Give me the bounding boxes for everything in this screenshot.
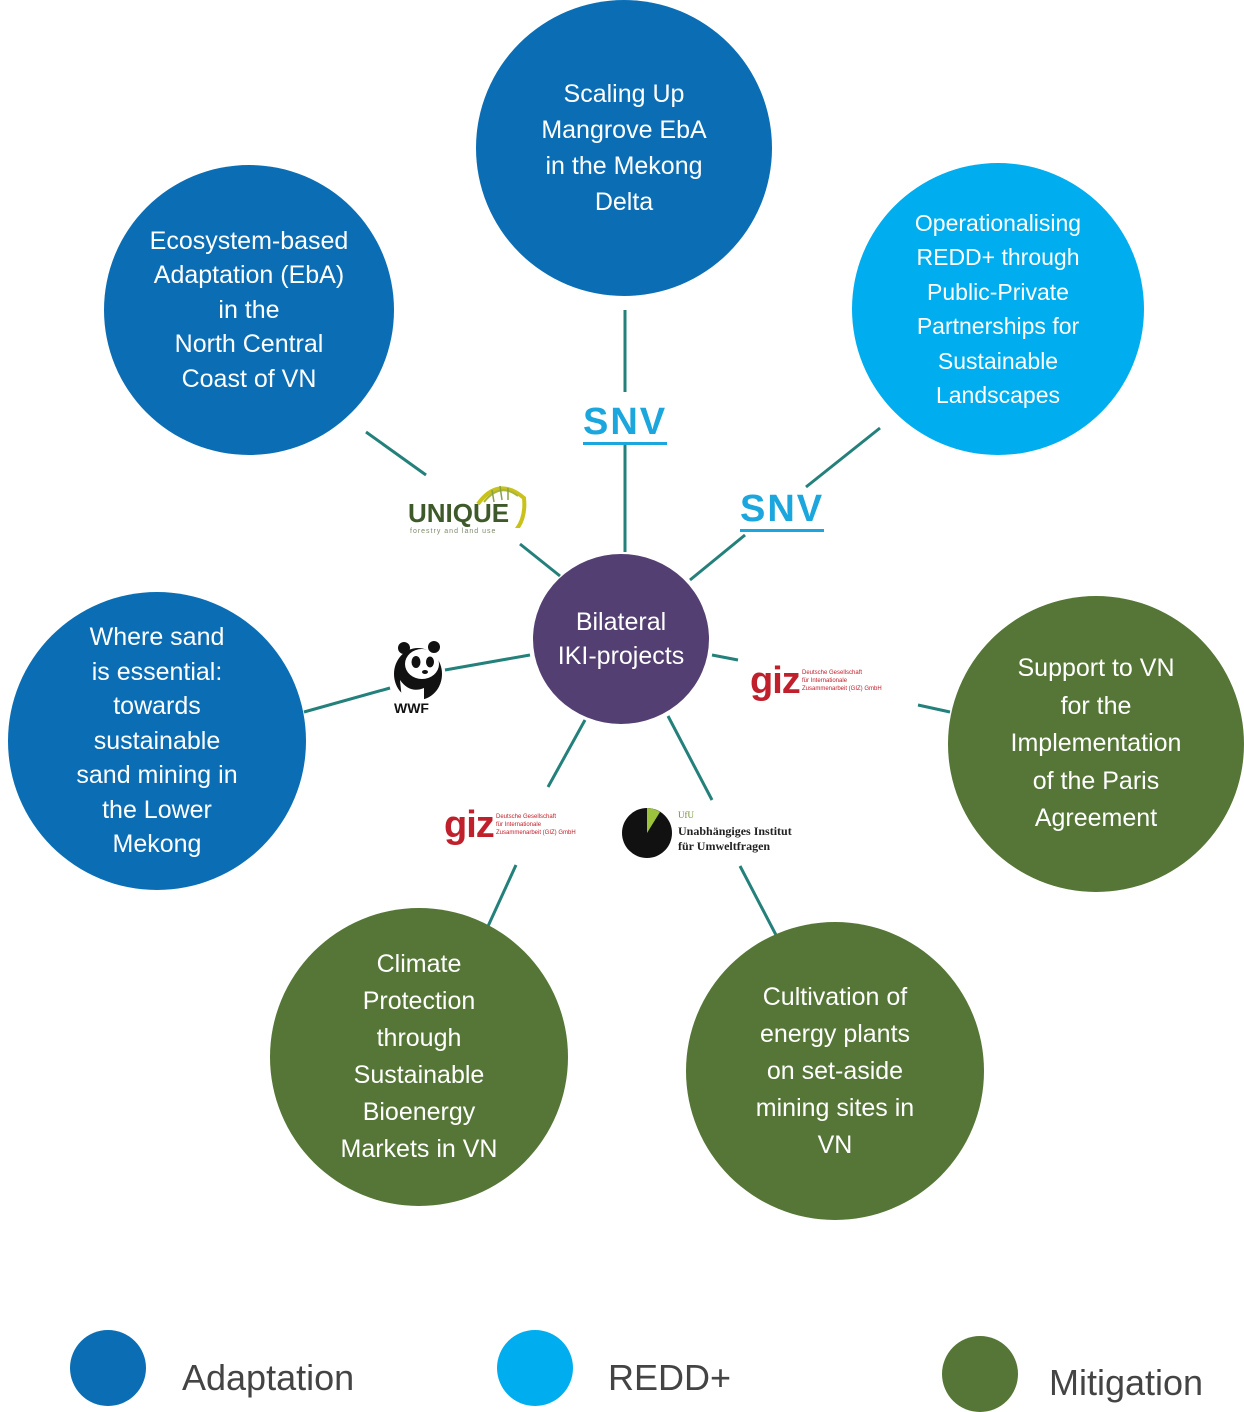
connector-bl-upper [546,719,587,788]
unique-wordmark: UNIQUE [408,498,510,528]
project-label: Ecosystem-based Adaptation (EbA) in the … [149,226,349,393]
ufu-logo: UfU Unabhängiges Institut für Umweltfrag… [620,804,830,860]
project-node-paris-agreement-support: Support to VN for the Implementation of … [948,596,1244,892]
project-node-energy-plants: Cultivation of energy plants on set-asid… [686,922,984,1220]
giz-full-name: Deutsche Gesellschaft für Internationale… [802,670,882,692]
legend-label-redd: REDD+ [608,1357,732,1398]
ufu-abbrev: UfU [678,810,694,820]
project-node-eba-north-central-coast: Ecosystem-based Adaptation (EbA) in the … [104,165,394,455]
giz-full-name: Deutsche Gesellschaft für Internationale… [496,814,576,836]
unique-logo: UNIQUE forestry and land use [408,478,528,540]
unique-tagline: forestry and land use [410,528,497,535]
legend-swatch-redd [497,1330,573,1406]
project-label: Operationalising REDD+ through Public-Pr… [914,209,1082,409]
project-label: Support to VN for the Implementation of … [1010,654,1182,833]
connector-right-upper [711,653,739,662]
unique-leaf-icon [476,485,527,528]
project-node-sustainable-sand-mining: Where sand is essential: towards sustain… [8,592,306,890]
center-label: Bilateral IKI-projects [557,608,685,670]
ufu-name-line1: Unabhängiges Institut [678,824,792,838]
legend-label-mitigation: Mitigation [1049,1362,1204,1403]
connector-bl-lower [482,864,518,936]
connector-tr-upper [805,426,881,489]
project-label: Scaling Up Mangrove EbA in the Mekong De… [541,79,707,217]
panda-icon [394,641,442,700]
project-node-mangrove-eba: Scaling Up Mangrove EbA in the Mekong De… [476,0,772,296]
snv-logo: SNV [740,488,825,532]
connector-tl-lower [519,542,561,578]
project-label: Climate Protection through Sustainable B… [340,950,498,1163]
giz-logo: giz Deutsche Gesellschaft für Internatio… [444,806,604,846]
ufu-emblem-icon [622,808,672,858]
giz-wordmark: giz [750,660,801,702]
legend-swatch-mitigation [942,1336,1018,1412]
connector-br-upper [666,715,714,801]
snv-logo: SNV [583,401,668,445]
project-label: Where sand is essential: towards sustain… [76,623,238,859]
connector-left-lower [303,686,391,714]
project-node-bioenergy-markets: Climate Protection through Sustainable B… [270,908,568,1206]
connector-right-lower [917,703,951,714]
project-label: Cultivation of energy plants on set-asid… [755,982,915,1159]
legend-swatch-adaptation [70,1330,146,1406]
connector-br-lower [738,865,778,936]
wwf-wordmark: WWF [394,700,429,716]
giz-wordmark: giz [444,804,495,846]
wwf-logo: WWF [390,640,446,716]
giz-logo: giz Deutsche Gesellschaft für Internatio… [750,662,910,702]
project-node-redd-ppp: Operationalising REDD+ through Public-Pr… [852,163,1144,455]
connector-tl-upper [365,430,427,477]
connector-left-upper [444,653,531,672]
ufu-name-line2: für Umweltfragen [678,839,771,853]
center-node-bilateral-iki: Bilateral IKI-projects [533,554,709,724]
legend-label-adaptation: Adaptation [182,1357,355,1398]
connector-tr-lower [689,533,746,582]
